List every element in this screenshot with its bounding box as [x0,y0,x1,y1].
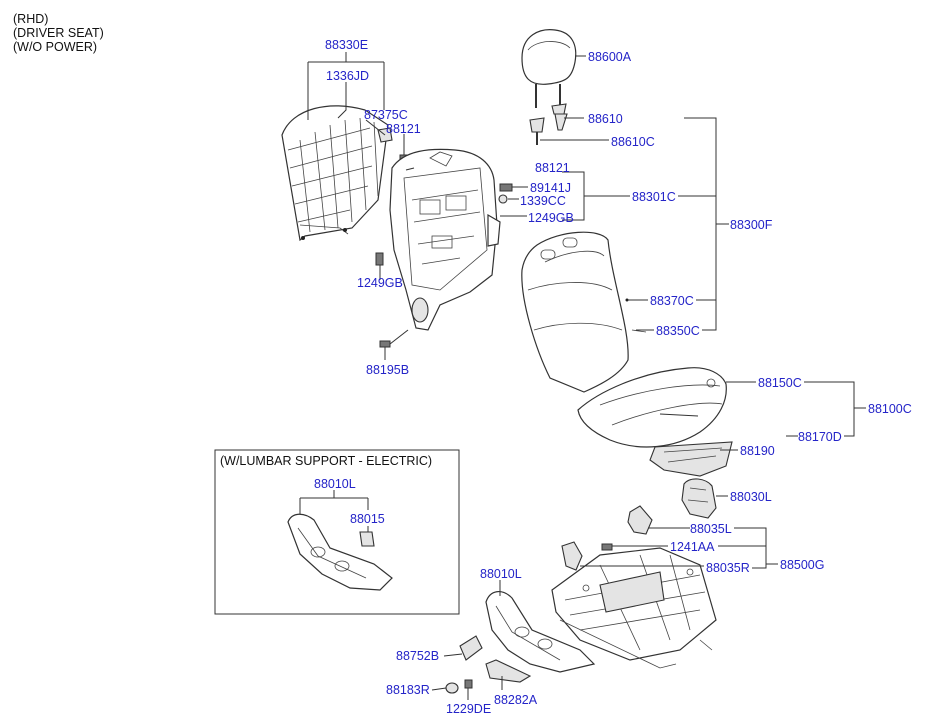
headrest-guide-88610c [529,117,545,145]
seatback-wire-pad [281,105,389,242]
part-label-88183r[interactable]: 88183R [386,683,430,697]
screw-1229de [464,679,473,700]
note-driver-seat: (DRIVER SEAT) [13,26,104,40]
shield-88030l [681,478,717,519]
part-label-88752b[interactable]: 88752B [396,649,440,663]
header-notes: (RHD) (DRIVER SEAT) (W/O POWER) [13,12,104,54]
seatback-frame [389,148,501,331]
bolt-89141j [499,183,513,192]
part-label-1249gb-left[interactable]: 1249GB [357,276,403,290]
part-label-1249gb-frame[interactable]: 1249GB [528,211,574,225]
part-label-88030l[interactable]: 88030L [730,490,772,504]
cushion-cover [577,367,727,448]
part-label-88035r[interactable]: 88035R [706,561,750,575]
part-label-1229de[interactable]: 1229DE [446,702,492,716]
cover-88035l [627,505,653,535]
part-label-88010l[interactable]: 88010L [480,567,522,581]
part-label-88121-upper[interactable]: 88121 [386,122,421,136]
part-label-88121-frame[interactable]: 88121 [535,161,570,175]
part-label-88282a[interactable]: 88282A [494,693,538,707]
headrest-guide-88610 [554,113,568,131]
part-label-88370c[interactable]: 88370C [650,294,694,308]
part-label-88100c[interactable]: 88100C [868,402,912,416]
part-label-88610c[interactable]: 88610C [611,135,655,149]
part-label-87375c[interactable]: 87375C [364,108,408,122]
leader-lines [299,52,866,691]
part-label-88190[interactable]: 88190 [740,444,775,458]
cushion-pad-88190 [649,441,733,477]
part-label-1339cc[interactable]: 1339CC [520,194,566,208]
note-rhd: (RHD) [13,12,49,26]
part-label-88035l[interactable]: 88035L [690,522,732,536]
inset-title: (W/LUMBAR SUPPORT - ELECTRIC) [220,454,433,468]
part-label-88301c[interactable]: 88301C [632,190,676,204]
bolt-1249gb-left [375,252,384,276]
seatback-cover [521,231,647,393]
part-label-88300f[interactable]: 88300F [730,218,773,232]
part-label-88600a[interactable]: 88600A [588,50,632,64]
knob-88752b [459,635,483,661]
part-label-88500g[interactable]: 88500G [780,558,825,572]
lever-88282a [485,659,532,683]
part-label-88170d[interactable]: 88170D [798,430,842,444]
part-label-88015[interactable]: 88015 [350,512,385,526]
headrest [521,29,577,115]
clip-87375c [365,119,393,143]
seat-track-frame [551,547,717,669]
side-shield-88010l [485,591,596,673]
part-label-88195b[interactable]: 88195B [366,363,410,377]
nut-1339cc [498,194,508,204]
cover-88035r [561,541,583,571]
part-label-88150c[interactable]: 88150C [758,376,802,390]
part-label-88010l-inset[interactable]: 88010L [314,477,356,491]
part-label-1336jd[interactable]: 1336JD [326,69,370,83]
cap-88183r [445,682,459,694]
bolt-1241aa [601,543,613,551]
part-label-88330e[interactable]: 88330E [325,38,369,52]
part-label-89141j[interactable]: 89141J [530,181,572,195]
part-label-1241aa[interactable]: 1241AA [670,540,715,554]
part-label-88610[interactable]: 88610 [588,112,623,126]
part-label-88350c[interactable]: 88350C [656,324,700,338]
note-without-power: (W/O POWER) [13,40,98,54]
inset-lumbar-box [214,449,460,615]
bolt-88195b [379,329,409,360]
